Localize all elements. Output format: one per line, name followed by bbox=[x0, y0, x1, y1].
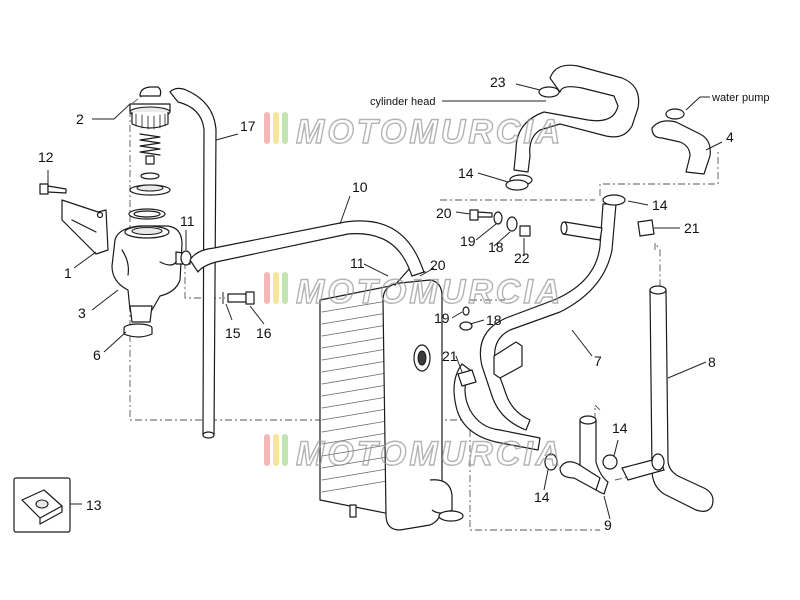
watermark-stripe bbox=[264, 272, 270, 304]
small-hardware bbox=[457, 179, 665, 471]
callout-20: 20 bbox=[436, 205, 452, 221]
watermark-stripe bbox=[273, 112, 279, 144]
watermark: MOTOMURCIA MOTOMURCIA MOTOMURCIA bbox=[264, 112, 563, 474]
callout-22: 22 bbox=[514, 250, 530, 266]
callout-6: 6 bbox=[93, 347, 101, 363]
watermark-stripe bbox=[264, 434, 270, 466]
callout-12: 12 bbox=[38, 149, 54, 165]
callout-15: 15 bbox=[225, 325, 241, 341]
callout-4: 4 bbox=[726, 129, 734, 145]
watermark-row-middle: MOTOMURCIA bbox=[264, 272, 563, 312]
watermark-stripe bbox=[273, 272, 279, 304]
radiator bbox=[319, 267, 464, 531]
callout-18: 18 bbox=[488, 239, 504, 255]
callout-2: 2 bbox=[76, 111, 84, 127]
callout-18-radiator: 18 bbox=[486, 312, 502, 328]
callout-8: 8 bbox=[708, 354, 716, 370]
callout-17: 17 bbox=[240, 118, 256, 134]
hose-17 bbox=[169, 87, 217, 439]
expansion-tank-assembly bbox=[39, 86, 192, 338]
watermark-stripe bbox=[282, 112, 288, 144]
callout-21-radiator: 21 bbox=[442, 348, 458, 364]
note-water-pump: water pump bbox=[711, 92, 769, 104]
part-13-inset bbox=[13, 477, 71, 533]
callout-20-radiator: 20 bbox=[430, 257, 446, 273]
watermark-stripe bbox=[264, 112, 270, 144]
watermark-row-top: MOTOMURCIA bbox=[264, 112, 563, 152]
watermark-text: MOTOMURCIA bbox=[296, 435, 563, 473]
callout-19: 19 bbox=[460, 233, 476, 249]
callout-14-lower-left: 14 bbox=[534, 489, 550, 505]
watermark-text: MOTOMURCIA bbox=[296, 273, 563, 311]
hose-8 bbox=[621, 285, 714, 512]
hose-10 bbox=[189, 220, 425, 277]
hose-4 bbox=[651, 108, 711, 175]
assembly-reference-lines bbox=[129, 89, 719, 531]
screw-16 bbox=[222, 291, 255, 305]
callout-9: 9 bbox=[604, 517, 612, 533]
callout-10: 10 bbox=[352, 179, 368, 195]
watermark-text: MOTOMURCIA bbox=[296, 113, 563, 151]
watermark-stripe bbox=[282, 434, 288, 466]
watermark-row-bottom: MOTOMURCIA bbox=[264, 434, 563, 474]
callout-23: 23 bbox=[490, 74, 506, 90]
callout-14-right: 14 bbox=[652, 197, 668, 213]
callout-21: 21 bbox=[684, 220, 700, 236]
hose-7 bbox=[453, 203, 617, 451]
callout-11-radiator: 11 bbox=[350, 255, 365, 271]
callout-19-radiator: 19 bbox=[434, 310, 450, 326]
watermark-stripe bbox=[273, 434, 279, 466]
callout-13: 13 bbox=[86, 497, 102, 513]
callout-1: 1 bbox=[64, 265, 72, 281]
callout-11-tank: 11 bbox=[180, 213, 195, 229]
leader-lines bbox=[47, 83, 723, 520]
hose-9 bbox=[559, 415, 609, 495]
callout-14-lower-right: 14 bbox=[612, 420, 628, 436]
callout-16: 16 bbox=[256, 325, 272, 341]
callouts: 2 12 1 3 6 11 17 10 15 16 11 20 19 18 21… bbox=[38, 74, 769, 533]
watermark-stripe bbox=[282, 272, 288, 304]
callout-14-top: 14 bbox=[458, 165, 474, 181]
callout-3: 3 bbox=[78, 305, 86, 321]
callout-7: 7 bbox=[594, 353, 602, 369]
note-cylinder-head: cylinder head bbox=[370, 96, 435, 108]
